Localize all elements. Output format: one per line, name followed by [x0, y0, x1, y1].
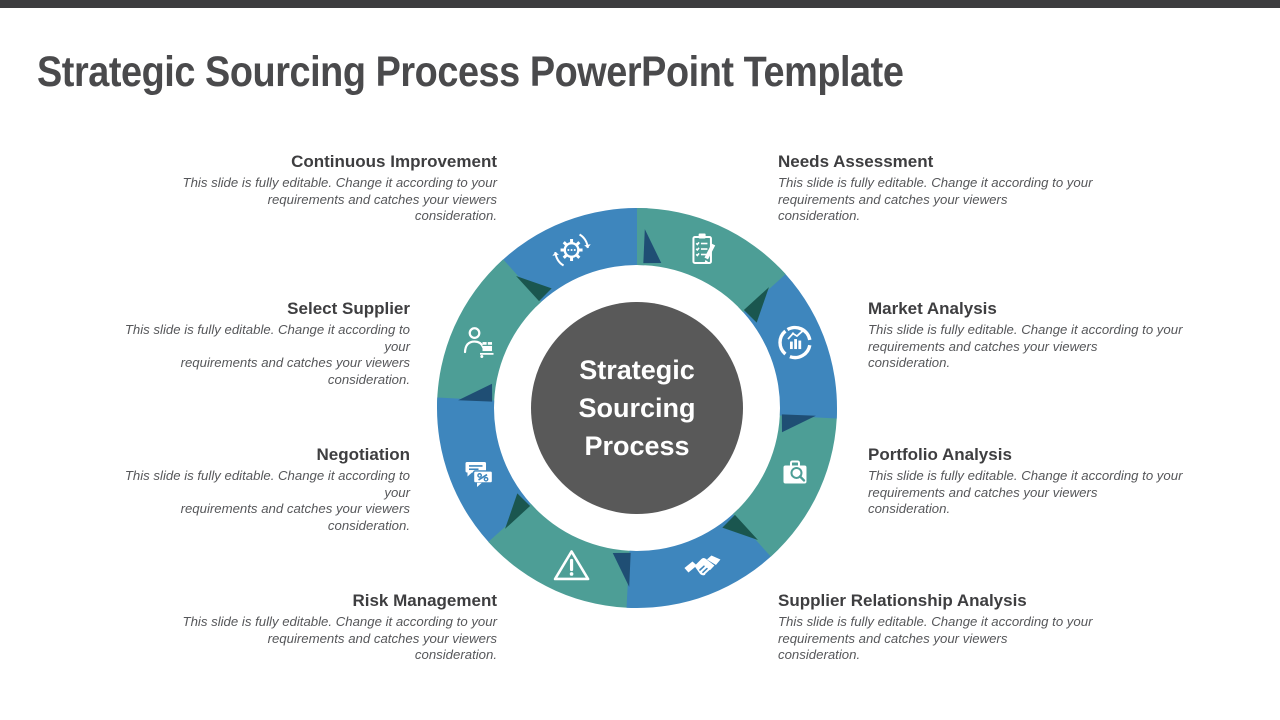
arrow-tip-portfolio-analysis — [722, 514, 758, 540]
slide-title[interactable]: Strategic Sourcing Process PowerPoint Te… — [37, 48, 904, 96]
callout-description: This slide is fully editable. Change it … — [124, 322, 410, 387]
callout-heading: Risk Management — [352, 591, 497, 610]
callout-heading: Select Supplier — [287, 299, 410, 318]
callout-description: This slide is fully editable. Change it … — [868, 468, 1183, 517]
arrow-tip-risk-management — [505, 493, 531, 529]
callout-negotiation[interactable]: Negotiation This slide is fully editable… — [100, 445, 410, 535]
callout-market-analysis[interactable]: Market Analysis This slide is fully edit… — [868, 299, 1198, 372]
arrow-tip-supplier-relationship-analysis — [612, 552, 631, 587]
arrow-tip-needs-assessment — [743, 287, 769, 323]
callout-select-supplier[interactable]: Select Supplier This slide is fully edit… — [100, 299, 410, 389]
callout-heading: Market Analysis — [868, 299, 997, 318]
arrow-tip-select-supplier — [516, 276, 552, 302]
callout-heading: Continuous Improvement — [291, 152, 497, 171]
center-circle[interactable] — [531, 302, 743, 514]
arrow-tip-continuous-improvement — [643, 229, 662, 264]
segment-risk-management[interactable] — [488, 503, 637, 608]
arrow-tip-negotiation — [458, 383, 493, 402]
callout-description: This slide is fully editable. Change it … — [778, 614, 1093, 663]
callout-heading: Supplier Relationship Analysis — [778, 591, 1027, 610]
callout-continuous-improvement[interactable]: Continuous Improvement This slide is ful… — [117, 152, 497, 225]
callout-description: This slide is fully editable. Change it … — [182, 614, 497, 663]
callout-risk-management[interactable]: Risk Management This slide is fully edit… — [117, 591, 497, 664]
ring-svg — [437, 208, 837, 608]
top-border-bar — [0, 0, 1280, 8]
callout-description: This slide is fully editable. Change it … — [778, 175, 1093, 224]
callout-description: This slide is fully editable. Change it … — [182, 175, 497, 224]
callout-portfolio-analysis[interactable]: Portfolio Analysis This slide is fully e… — [868, 445, 1198, 518]
callout-heading: Portfolio Analysis — [868, 445, 1012, 464]
callout-needs-assessment[interactable]: Needs Assessment This slide is fully edi… — [778, 152, 1158, 225]
callout-supplier-relationship-analysis[interactable]: Supplier Relationship Analysis This slid… — [778, 591, 1168, 664]
callout-description: This slide is fully editable. Change it … — [124, 468, 410, 533]
callout-heading: Needs Assessment — [778, 152, 934, 171]
arrow-tip-market-analysis — [781, 414, 816, 433]
process-ring-diagram: Strategic Sourcing Process — [427, 198, 847, 618]
callout-description: This slide is fully editable. Change it … — [868, 322, 1183, 371]
segment-select-supplier[interactable] — [437, 259, 542, 408]
callout-heading: Negotiation — [316, 445, 411, 464]
